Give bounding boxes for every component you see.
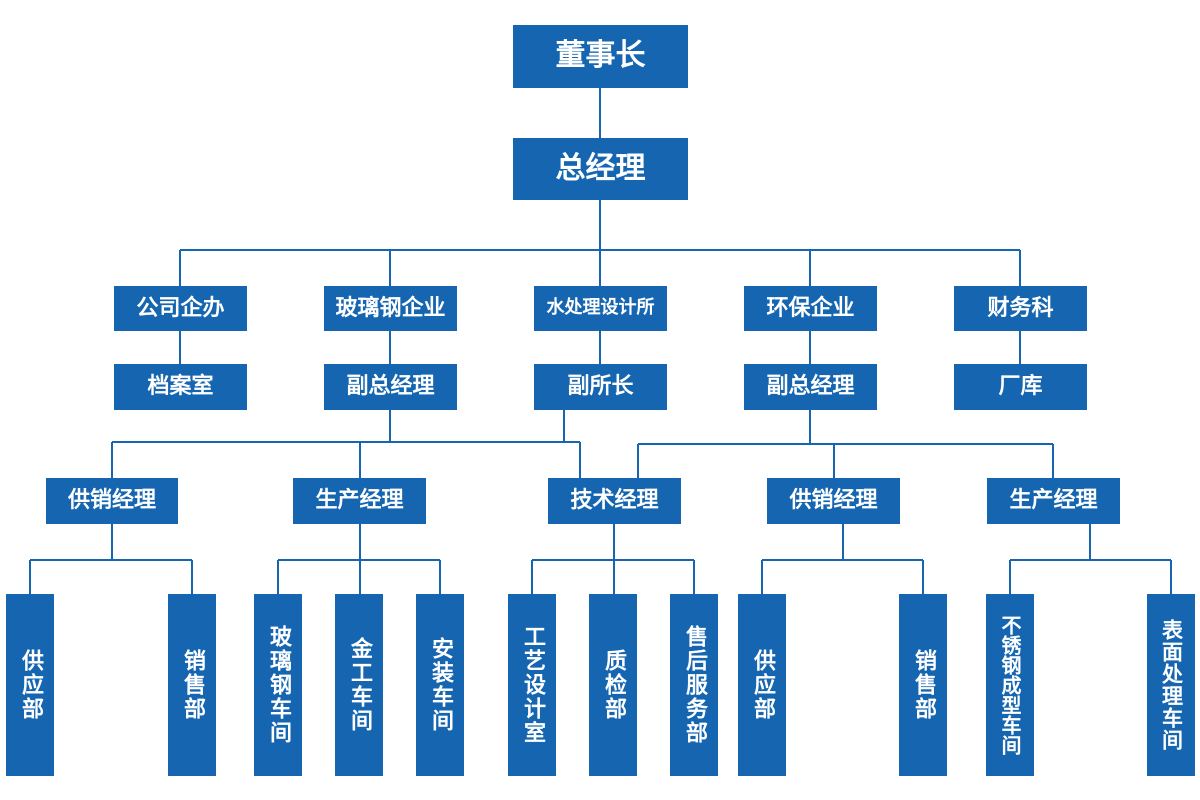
unit-finance: 财务科 [954, 286, 1087, 331]
dept-supply-2: 供应部 [738, 594, 786, 776]
dept-stainless-workshop: 不锈钢成型车间 [986, 594, 1034, 776]
general-manager-box: 总经理 [513, 138, 688, 200]
manager-production-1: 生产经理 [293, 478, 426, 524]
dept-sales-1: 销售部 [168, 594, 216, 776]
sub-factory-store: 厂库 [954, 364, 1087, 410]
dept-install-workshop: 安装车间 [416, 594, 464, 776]
dept-supply-1: 供应部 [6, 594, 54, 776]
dept-process-design: 工艺设计室 [508, 594, 556, 776]
manager-technical: 技术经理 [548, 478, 681, 524]
unit-office: 公司企办 [114, 286, 247, 331]
dept-after-sales: 售后服务部 [670, 594, 718, 776]
unit-environment: 环保企业 [744, 286, 877, 331]
dept-quality-check: 质检部 [589, 594, 637, 776]
sub-env-deputy: 副总经理 [744, 364, 877, 410]
dept-metal-workshop: 金工车间 [335, 594, 383, 776]
manager-production-2: 生产经理 [987, 478, 1120, 524]
dept-frp-workshop: 玻璃钢车间 [254, 594, 302, 776]
unit-frp: 玻璃钢企业 [324, 286, 457, 331]
manager-supply-2: 供销经理 [767, 478, 900, 524]
sub-water-deputy: 副所长 [534, 364, 667, 410]
sub-archive: 档案室 [114, 364, 247, 410]
unit-water-design: 水处理设计所 [534, 286, 667, 331]
dept-sales-2: 销售部 [899, 594, 947, 776]
sub-frp-deputy: 副总经理 [324, 364, 457, 410]
dept-surface-workshop: 表面处理车间 [1147, 594, 1195, 776]
chairman-box: 董事长 [513, 25, 688, 88]
manager-supply-1: 供销经理 [46, 478, 178, 524]
